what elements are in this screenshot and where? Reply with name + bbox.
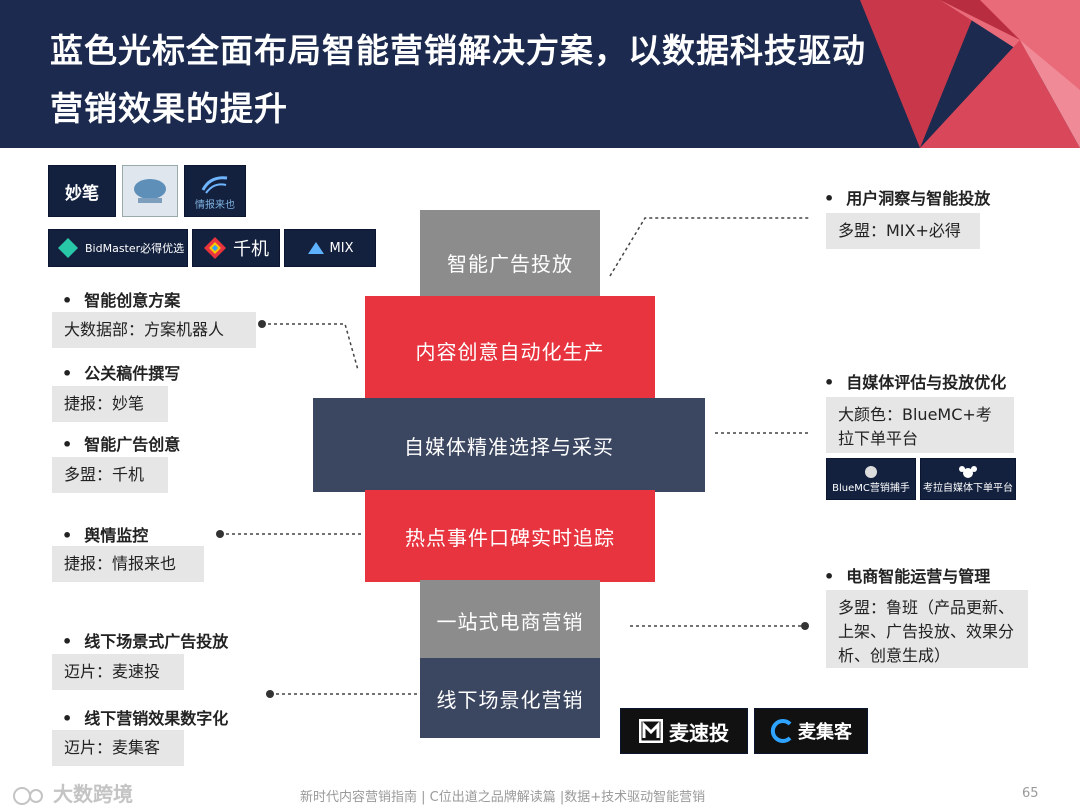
tower-level-5-label: 一站式电商营销 xyxy=(436,609,584,634)
bidmaster-icon xyxy=(58,238,78,258)
tower-level-6-label: 线下场景化营销 xyxy=(436,687,584,712)
header-triangle-decoration xyxy=(860,0,1080,148)
left-heading-3: 智能广告创意 xyxy=(62,431,180,455)
left-detail-6: 迈片：麦集客 xyxy=(52,730,184,766)
right-heading-1: 用户洞察与智能投放 xyxy=(824,185,990,209)
tower-level-1-label: 智能广告投放 xyxy=(447,252,573,276)
left-detail-3: 多盟：千机 xyxy=(52,457,168,493)
left-detail-4: 捷报：情报来也 xyxy=(52,546,204,582)
logo-maijike: 麦集客 xyxy=(754,708,868,754)
page-title: 蓝色光标全面布局智能营销解决方案，以数据科技驱动营销效果的提升 xyxy=(50,31,866,128)
bluemc-icon xyxy=(865,465,877,478)
logo-maisutou: 麦速投 xyxy=(620,708,748,754)
logo-bluemc: BlueMC营销捕手 xyxy=(826,458,916,500)
tower-level-ecommerce: 一站式电商营销 xyxy=(420,580,600,660)
logo-kaola: 考拉自媒体下单平台 xyxy=(920,458,1016,500)
wave-icon xyxy=(201,175,228,194)
logo-kaola-text: 考拉自媒体下单平台 xyxy=(923,482,1013,494)
page-number: 65 xyxy=(1022,786,1039,801)
tower-level-hotspot-tracking: 热点事件口碑实时追踪 xyxy=(365,490,655,582)
logo-bidmaster: BidMaster必得优选 xyxy=(48,229,188,267)
logo-miaobi-text: 妙笔 xyxy=(65,183,99,204)
logo-mix-text: MIX xyxy=(329,240,354,256)
logo-qingbao-text: 情报来也 xyxy=(195,199,235,211)
right-detail-3: 多盟：鲁班（产品更新、上架、广告投放、效果分析、创意生成） xyxy=(826,590,1028,668)
left-detail-2: 捷报：妙笔 xyxy=(52,386,168,422)
logo-mix: MIX xyxy=(284,229,376,267)
logo-robot-bot xyxy=(122,165,178,217)
tower-level-4-label: 热点事件口碑实时追踪 xyxy=(405,525,615,550)
left-heading-4: 舆情监控 xyxy=(62,522,148,546)
logo-bluemc-text: BlueMC营销捕手 xyxy=(832,482,910,494)
logo-miaobi: 妙笔 xyxy=(48,165,116,217)
right-heading-3: 电商智能运营与管理 xyxy=(824,563,990,587)
maisutou-icon xyxy=(639,719,663,743)
left-detail-5: 迈片：麦速投 xyxy=(52,654,184,690)
tower-level-content-creative: 内容创意自动化生产 xyxy=(365,296,655,400)
qianji-icon xyxy=(204,237,226,259)
right-detail-1: 多盟：MIX+必得 xyxy=(826,213,980,249)
left-heading-5: 线下场景式广告投放 xyxy=(62,628,228,652)
left-heading-6: 线下营销效果数字化 xyxy=(62,705,228,729)
robot-icon xyxy=(134,179,166,203)
header-banner: 蓝色光标全面布局智能营销解决方案，以数据科技驱动营销效果的提升 xyxy=(0,0,1080,148)
logo-qingbao: 情报来也 xyxy=(184,165,246,217)
logo-maisutou-text: 麦速投 xyxy=(669,720,729,745)
right-detail-2: 大颜色：BlueMC+考拉下单平台 xyxy=(826,397,1014,453)
mix-icon xyxy=(307,242,324,254)
logo-maijike-text: 麦集客 xyxy=(798,722,852,743)
logo-qianji-text: 千机 xyxy=(233,239,269,260)
tower-level-3-label: 自媒体精准选择与采买 xyxy=(404,434,614,459)
logo-qianji: 千机 xyxy=(192,229,280,267)
tower-level-intelligent-ad: 智能广告投放 xyxy=(420,210,600,298)
left-heading-2: 公关稿件撰写 xyxy=(62,360,180,384)
tower-level-offline: 线下场景化营销 xyxy=(420,658,600,738)
logo-bidmaster-text: BidMaster必得优选 xyxy=(85,242,185,255)
tower-level-2-label: 内容创意自动化生产 xyxy=(415,340,605,364)
left-heading-1: 智能创意方案 xyxy=(62,287,180,311)
left-detail-1: 大数据部：方案机器人 xyxy=(52,312,256,348)
maijike-icon xyxy=(770,719,792,743)
watermark-logo-icon xyxy=(13,786,43,805)
watermark-brand: 大数跨境 xyxy=(12,778,133,807)
right-heading-2: 自媒体评估与投放优化 xyxy=(824,369,1006,393)
tower-level-media-buying: 自媒体精准选择与采买 xyxy=(313,398,705,492)
footer-text: 新时代内容营销指南 | C位出道之品牌解读篇 |数据+技术驱动智能营销 xyxy=(300,790,706,805)
koala-icon xyxy=(959,465,977,478)
watermark-brand-text: 大数跨境 xyxy=(52,782,133,806)
